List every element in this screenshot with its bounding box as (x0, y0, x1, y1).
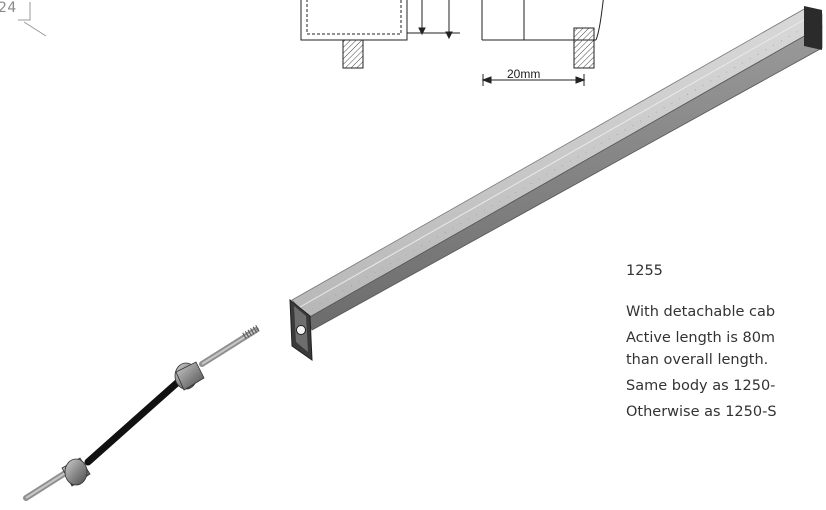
description-line: With detachable cab (626, 304, 776, 320)
description-line: than overall length. (626, 352, 769, 368)
description-line: Active length is 80m (626, 330, 776, 346)
description-line: Same body as 1250- (626, 378, 776, 394)
connector-cable (23, 324, 260, 501)
cross-section-left (300, 0, 460, 69)
page-number: 24 (0, 0, 17, 16)
dimension-label: 20mm (507, 67, 541, 81)
model-number: 1255 (626, 263, 663, 279)
cross-section-right (481, 0, 604, 86)
sensor-rail (289, 6, 823, 361)
product-description: 1255 With detachable cab Active length i… (626, 259, 826, 425)
spacer (626, 284, 826, 300)
description-line: Otherwise as 1250-S (626, 404, 777, 420)
corner-mark (18, 2, 47, 37)
